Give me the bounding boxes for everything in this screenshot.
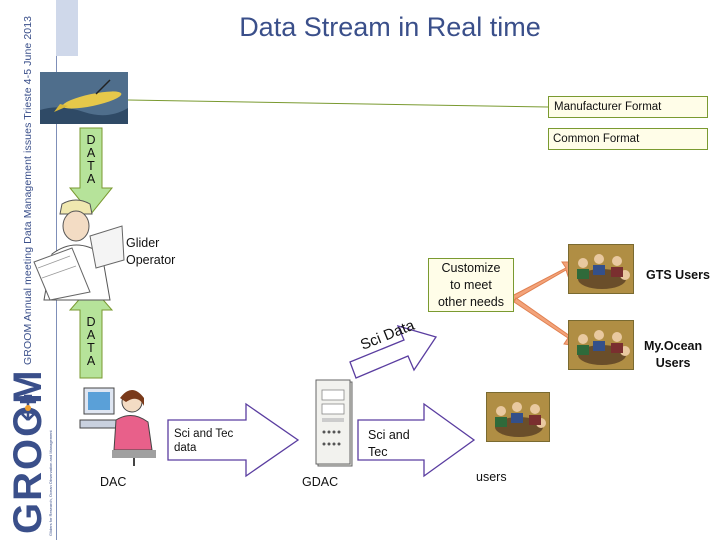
glider-logo-icon — [20, 394, 36, 421]
meeting-icon — [569, 245, 633, 293]
users-photo — [486, 392, 550, 442]
glider-operator-figure — [33, 199, 125, 301]
meeting-icon — [569, 321, 633, 369]
manufacturer-format-box: Manufacturer Format — [548, 96, 708, 118]
glider-icon — [40, 72, 128, 124]
sidebar-accent — [56, 0, 78, 56]
myocean-users-photo — [568, 320, 634, 370]
data-down-arrow — [68, 127, 114, 215]
glider-to-manufacturer-line — [127, 99, 549, 108]
common-format-box: Common Format — [548, 128, 708, 150]
data-label-bottom: D A T A — [86, 315, 96, 368]
gts-users-photo — [568, 244, 634, 294]
customize-box: Customize to meet other needs — [428, 258, 514, 312]
gts-orange-arrow — [511, 261, 577, 301]
gdac-label: GDAC — [302, 475, 339, 489]
sci-data-arrow — [349, 324, 438, 379]
sci-tec-data-label: Sci and Tec data — [174, 428, 234, 454]
page-title: Data Stream in Real time — [239, 12, 541, 42]
gts-users-label: GTS Users — [646, 268, 710, 282]
meeting-icon — [487, 393, 549, 441]
data-label-top: D A T A — [86, 133, 96, 186]
users-label: users — [476, 470, 507, 484]
dac-label: DAC — [100, 475, 127, 489]
glider-operator-label: Glider Operator — [126, 236, 176, 267]
gdac-server-icon — [315, 379, 353, 467]
data-up-arrow — [68, 285, 114, 379]
sci-tec-label: Sci and Tec — [368, 428, 410, 459]
glider-photo — [40, 72, 128, 124]
dac-operator-figure — [79, 387, 156, 466]
sci-tec-data-arrow — [167, 402, 300, 478]
myocean-users-label: My.Ocean Users — [644, 339, 703, 370]
sci-tec-arrow — [357, 402, 476, 478]
